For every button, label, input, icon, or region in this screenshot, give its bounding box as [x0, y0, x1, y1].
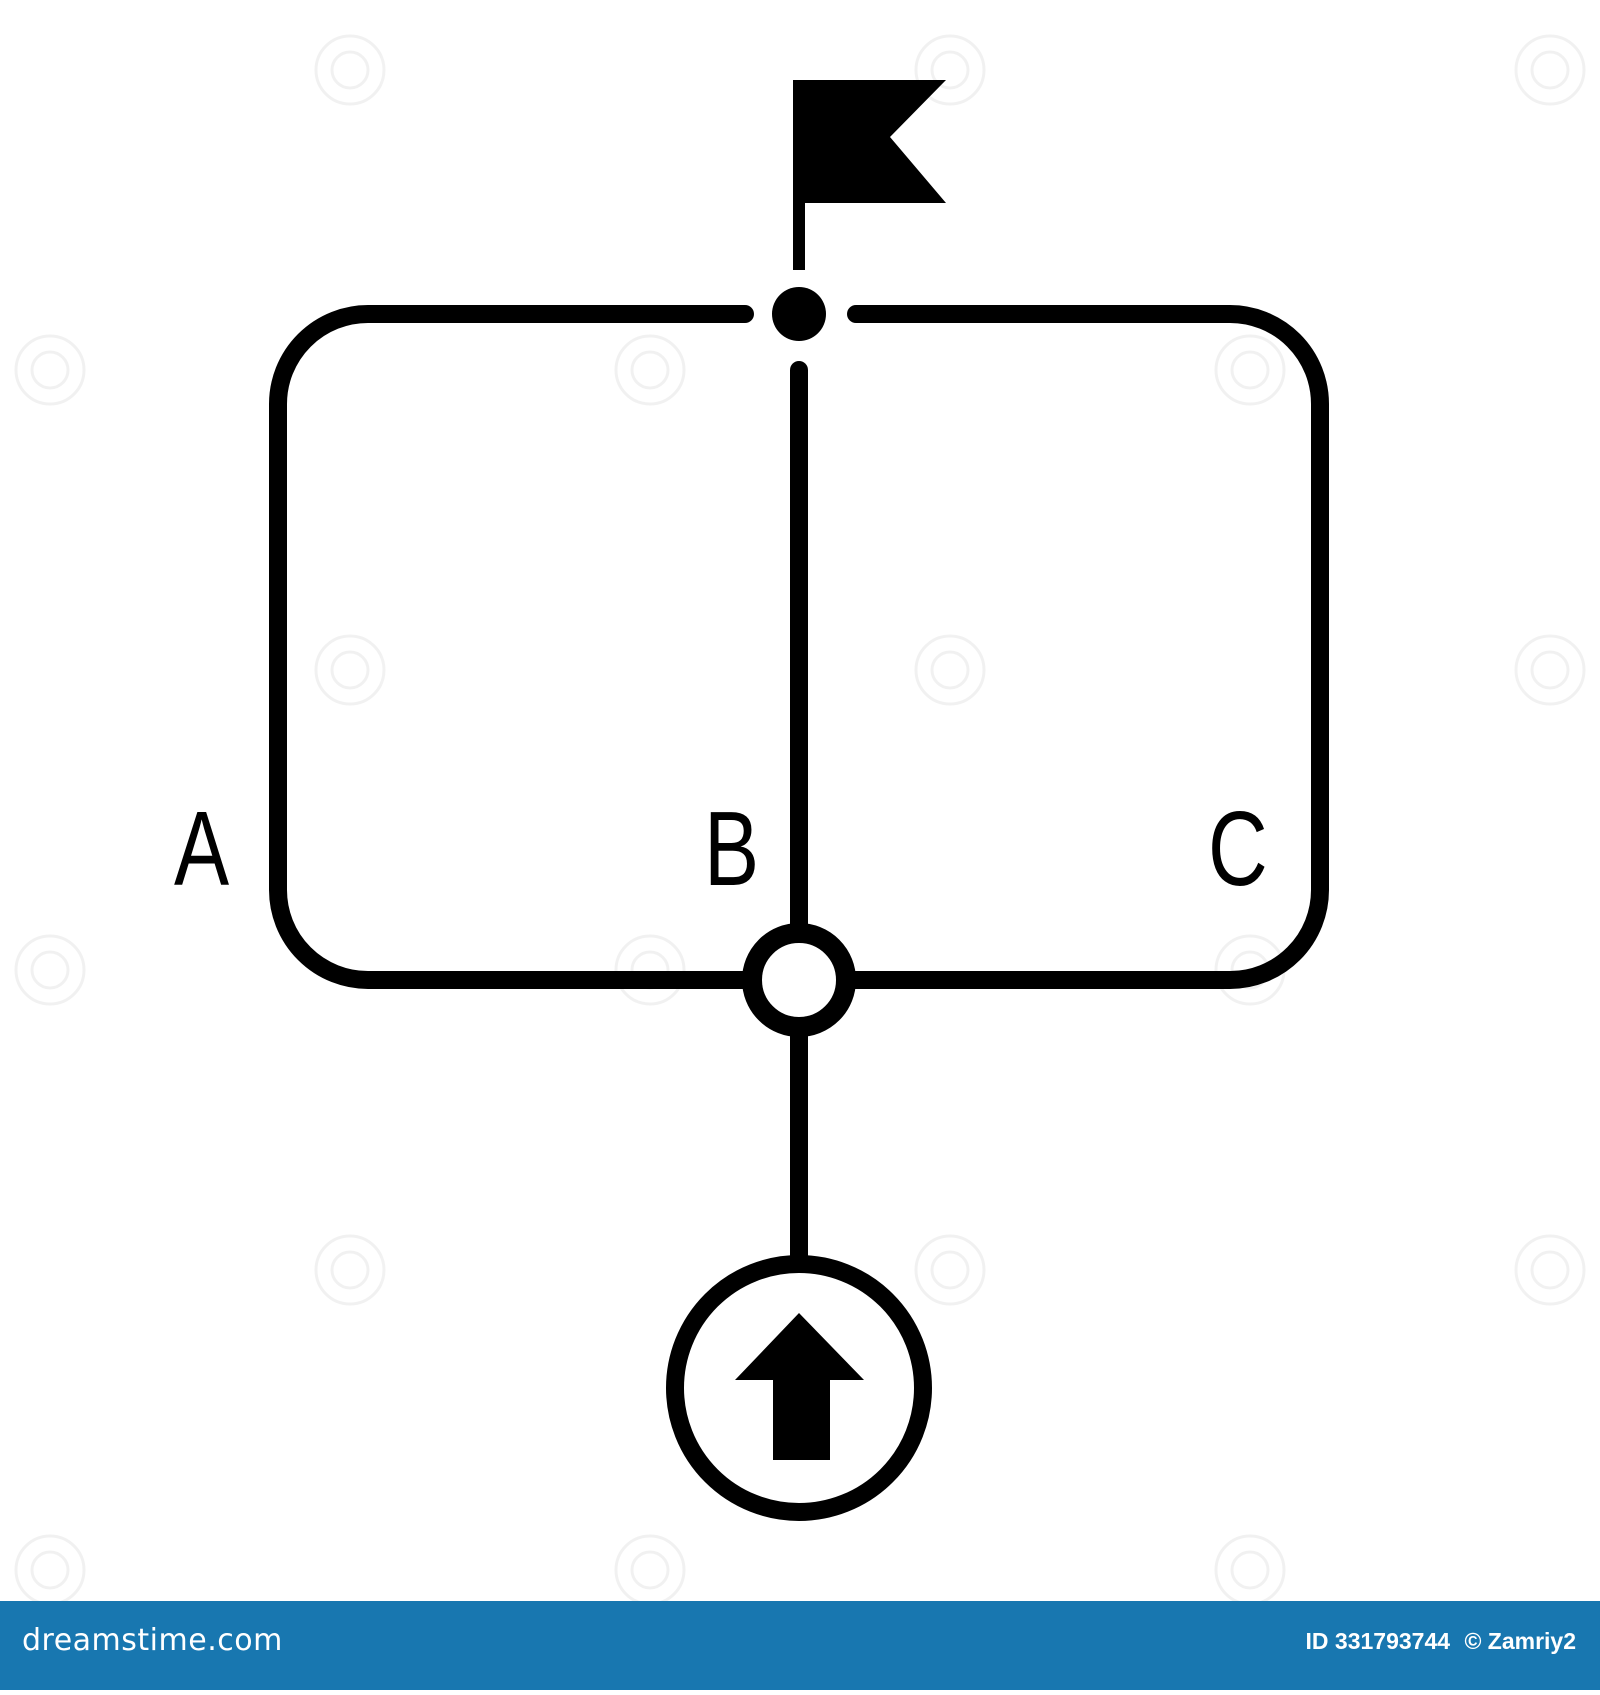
- image-id: ID 331793744: [1305, 1628, 1451, 1654]
- footer-credit: ID 331793744 © Zamriy2: [1298, 1628, 1576, 1655]
- route-label-b: B: [704, 790, 760, 908]
- route-label-a: A: [174, 790, 230, 908]
- route-top-left: [269, 305, 761, 989]
- stock-footer-bar: dreamstime.com ID 331793744 © Zamriy2: [0, 1601, 1600, 1690]
- flag-icon: [793, 80, 946, 270]
- bottom-junction-node: [742, 923, 856, 1037]
- up-arrow-icon: [735, 1313, 864, 1460]
- top-junction-node: [772, 287, 826, 341]
- copyright-author: © Zamriy2: [1464, 1628, 1576, 1654]
- watermark-pattern: [14, 34, 1586, 1606]
- footer-brand: dreamstime.com: [22, 1623, 283, 1658]
- route-top-right: [837, 305, 1329, 989]
- start-node: [666, 1255, 932, 1521]
- route-label-c: C: [1208, 790, 1268, 908]
